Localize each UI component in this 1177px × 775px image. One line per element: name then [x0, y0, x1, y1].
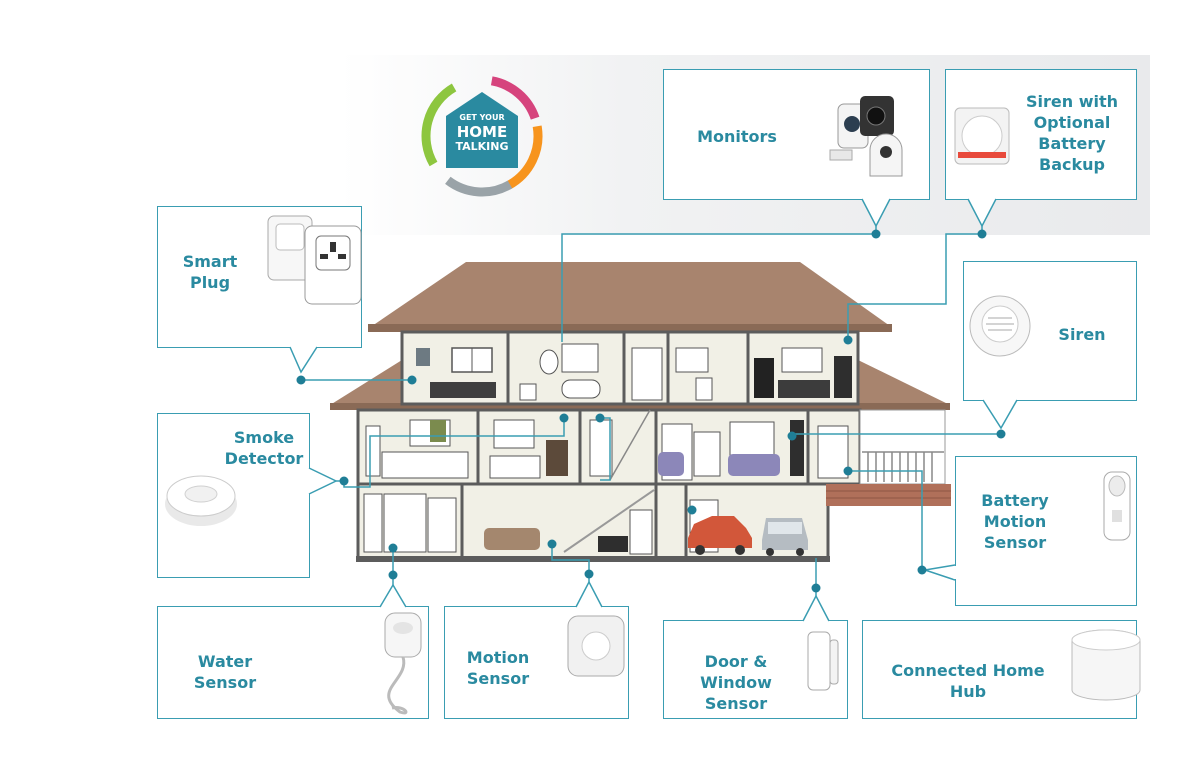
battery-motion-label: Battery Motion Sensor [976, 490, 1054, 553]
siren-icon [969, 295, 1031, 357]
label-line: Backup [1039, 155, 1105, 174]
label-line: Detector [224, 449, 304, 468]
smart-plug-icon [267, 215, 362, 305]
water-sensor-label: Water Sensor [166, 651, 284, 693]
label-line: Smoke [233, 428, 295, 447]
label-line: Siren [1058, 325, 1106, 344]
smoke-detector-label: Smoke Detector [222, 427, 306, 469]
label-line: Plug [189, 273, 231, 292]
door-window-label: Door & Window Sensor [668, 651, 804, 714]
water-sensor-card[interactable] [157, 606, 429, 719]
label-line: Siren with [1025, 92, 1118, 111]
label-line: Smart [182, 252, 238, 271]
label-line: Motion [983, 512, 1047, 531]
logo-line3: TALKING [455, 140, 509, 153]
label-line: Motion [466, 648, 530, 667]
logo-line1: GET YOUR [459, 113, 505, 122]
label-line: Optional [1033, 113, 1111, 132]
hub-label: Connected Home Hub [872, 660, 1064, 702]
motion-sensor-icon [567, 615, 625, 677]
label-line: Sensor [466, 669, 530, 688]
label-line: Monitors [697, 127, 777, 146]
smart-plug-label: Smart Plug [175, 251, 245, 293]
label-line: Water Sensor [193, 652, 257, 692]
water-sensor-icon [384, 612, 422, 715]
label-line: Battery [1038, 134, 1106, 153]
siren-backup-icon [954, 107, 1010, 165]
logo-line2: HOME [456, 123, 508, 141]
label-line: Sensor [983, 533, 1047, 552]
smoke-detector-icon [165, 475, 237, 526]
siren-backup-label: Siren with Optional Battery Backup [1022, 91, 1122, 175]
camera-icon [829, 96, 903, 177]
monitors-label: Monitors [692, 126, 782, 147]
label-line: Connected Home Hub [891, 661, 1045, 701]
motion-sensor-label: Motion Sensor [462, 647, 534, 689]
get-your-home-talking-logo: GET YOUR HOME TALKING [418, 72, 546, 200]
label-line: Battery [981, 491, 1049, 510]
hub-icon [1071, 629, 1141, 701]
door-window-sensor-icon [807, 631, 839, 691]
label-line: Door & Window [700, 652, 772, 692]
label-line: Sensor [704, 694, 768, 713]
house [330, 262, 951, 562]
siren-label: Siren [1052, 324, 1112, 345]
battery-motion-icon [1103, 471, 1131, 541]
